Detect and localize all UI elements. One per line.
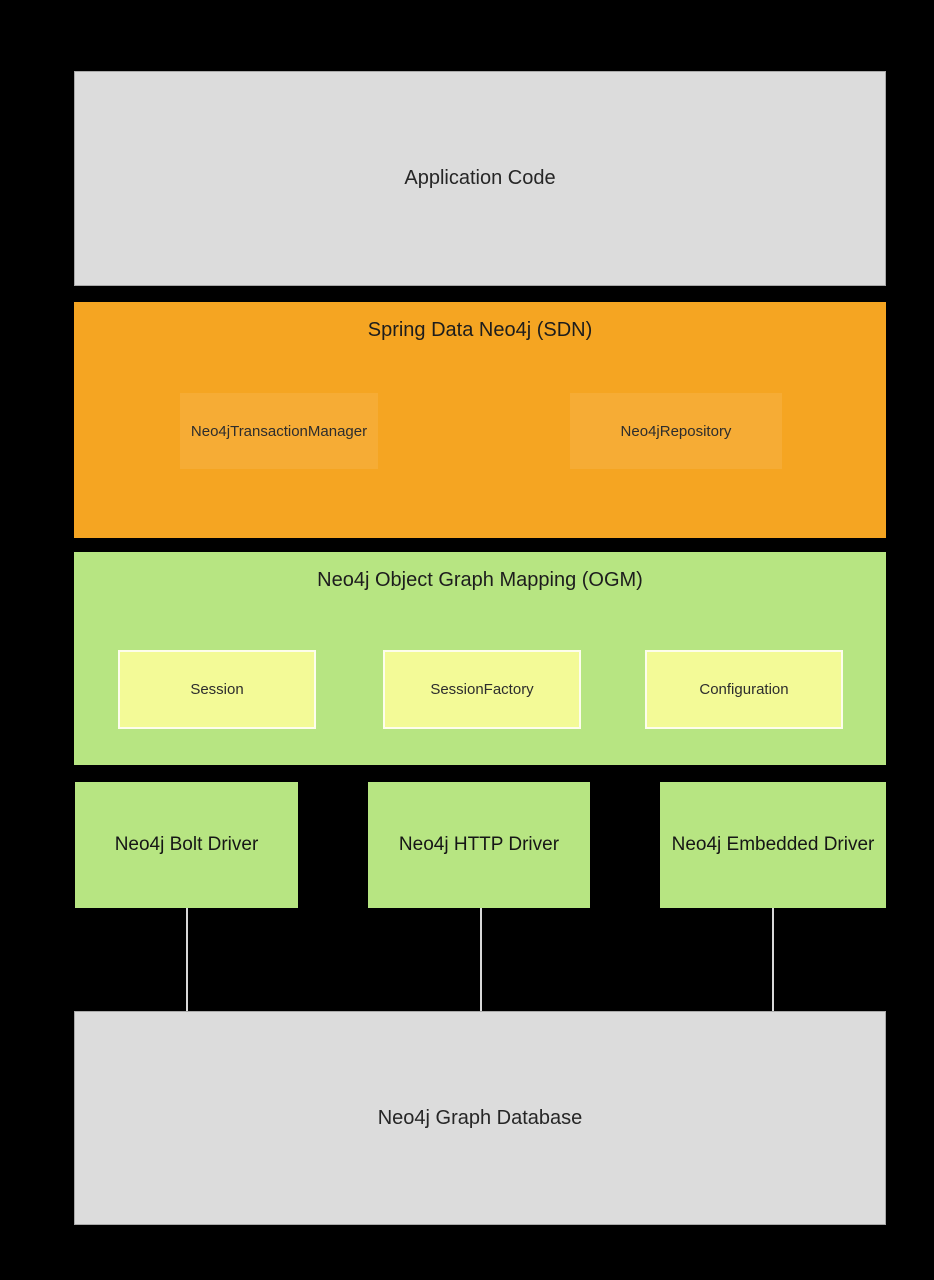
driver-box-http: Neo4j HTTP Driver (368, 782, 590, 908)
driver-box-http-label: Neo4j HTTP Driver (398, 834, 560, 855)
driver-box-embedded: Neo4j Embedded Driver (660, 782, 886, 908)
sdn-component-repository: Neo4jRepository (570, 393, 782, 469)
ogm-section-box: Neo4j Object Graph Mapping (OGM) Session… (74, 552, 886, 765)
application-code-label: Application Code (404, 167, 556, 189)
ogm-component-configuration-label: Configuration (699, 681, 789, 698)
sdn-section-box: Spring Data Neo4j (SDN) Neo4jTransaction… (74, 302, 886, 538)
driver-box-embedded-label: Neo4j Embedded Driver (671, 834, 875, 855)
driver-box-bolt: Neo4j Bolt Driver (75, 782, 298, 908)
sdn-section-title: Spring Data Neo4j (SDN) (367, 319, 593, 341)
database-box: Neo4j Graph Database (74, 1011, 886, 1225)
ogm-component-session-factory-label: SessionFactory (430, 681, 534, 698)
connector-line-bolt (186, 908, 188, 1011)
connector-line-http (480, 908, 482, 1011)
driver-box-bolt-label: Neo4j Bolt Driver (114, 834, 259, 855)
application-code-box: Application Code (74, 71, 886, 286)
ogm-component-session-label: Session (190, 681, 244, 698)
sdn-component-transaction-manager-label: Neo4jTransactionManager (190, 422, 368, 440)
connector-line-embedded (772, 908, 774, 1011)
ogm-component-configuration: Configuration (645, 650, 843, 729)
sdn-component-repository-label: Neo4jRepository (620, 422, 732, 440)
ogm-section-title: Neo4j Object Graph Mapping (OGM) (317, 569, 643, 591)
ogm-component-session: Session (118, 650, 316, 729)
sdn-component-transaction-manager: Neo4jTransactionManager (180, 393, 378, 469)
database-label: Neo4j Graph Database (377, 1106, 583, 1129)
ogm-component-session-factory: SessionFactory (383, 650, 581, 729)
